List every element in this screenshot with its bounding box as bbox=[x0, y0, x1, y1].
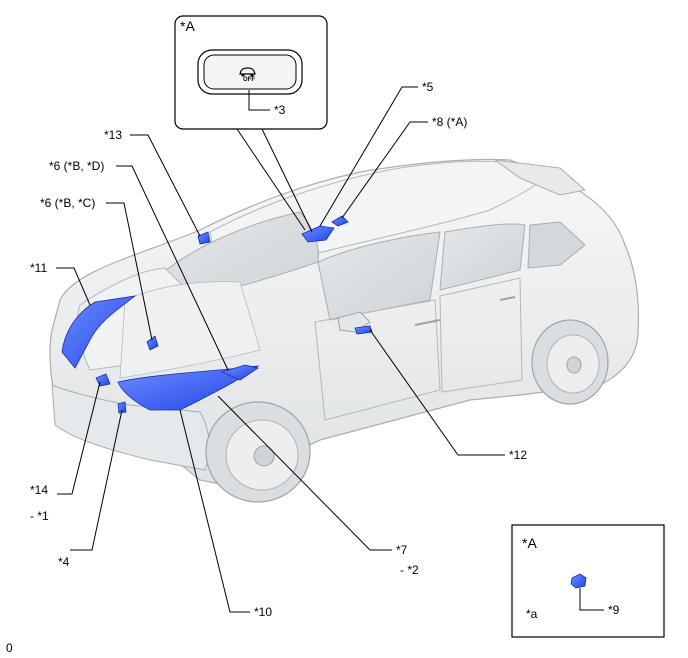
vsc-off-icon bbox=[239, 67, 256, 77]
rear-door bbox=[439, 277, 523, 393]
rear-quarter-window bbox=[527, 221, 586, 269]
inset-top-title: *A bbox=[180, 18, 195, 34]
callout-leaders bbox=[56, 86, 505, 613]
part-headlamp-left bbox=[61, 295, 137, 369]
callout-2: - *2 bbox=[400, 563, 419, 577]
callout-1: - *1 bbox=[30, 509, 49, 523]
callout-14: *14 bbox=[30, 483, 48, 497]
part-overhead-module bbox=[301, 225, 335, 243]
front-wheel bbox=[205, 401, 311, 503]
inset-bottom: *A *9 *a bbox=[511, 524, 665, 638]
part-9 bbox=[570, 573, 587, 589]
inset-bottom-view-label: *a bbox=[526, 607, 538, 621]
rear-side-window bbox=[439, 223, 526, 291]
part-sensor-lower bbox=[117, 401, 127, 414]
switch-off-text: OFF bbox=[243, 77, 255, 83]
callout-8: *8 (*A) bbox=[432, 115, 467, 129]
callout-7: *7 bbox=[396, 543, 408, 557]
door-handle-rear bbox=[499, 296, 516, 301]
vehicle-illustration bbox=[49, 158, 640, 503]
part-wiper-sensor bbox=[197, 231, 211, 245]
callout-labels: *5 *8 (*A) *13 *6 (*B, *D) *6 (*B, *C) *… bbox=[30, 80, 527, 619]
part-headlamp-right bbox=[220, 364, 259, 381]
callout-5: *5 bbox=[422, 80, 434, 94]
callout-12: *12 bbox=[509, 448, 527, 462]
inset-bottom-title: *A bbox=[522, 535, 537, 551]
part-roof-switch bbox=[331, 215, 349, 227]
callout-11: *11 bbox=[30, 261, 47, 275]
callout-10: *10 bbox=[254, 605, 272, 619]
rear-wheel bbox=[531, 319, 609, 405]
highlighted-parts bbox=[61, 215, 373, 414]
front-door bbox=[314, 299, 441, 421]
door-handle-front bbox=[414, 319, 441, 326]
callout-13: *13 bbox=[104, 128, 122, 142]
figure-code: 0 bbox=[6, 641, 13, 655]
inset-pointer-left bbox=[236, 128, 306, 231]
front-side-window bbox=[317, 231, 441, 321]
inset-bottom-part-label: *9 bbox=[608, 603, 620, 617]
inset-top-part-label: *3 bbox=[274, 103, 286, 117]
callout-6-d: *6 (*B, *D) bbox=[49, 159, 104, 173]
part-hood-sensor bbox=[146, 335, 159, 351]
hood-surface bbox=[119, 281, 261, 379]
rear-spoiler bbox=[494, 159, 587, 196]
callout-6-c: *6 (*B, *C) bbox=[40, 196, 95, 210]
inset-top: *A OFF *3 bbox=[174, 15, 328, 130]
inset-pointer-right bbox=[261, 128, 313, 233]
callout-4: *4 bbox=[58, 555, 70, 569]
